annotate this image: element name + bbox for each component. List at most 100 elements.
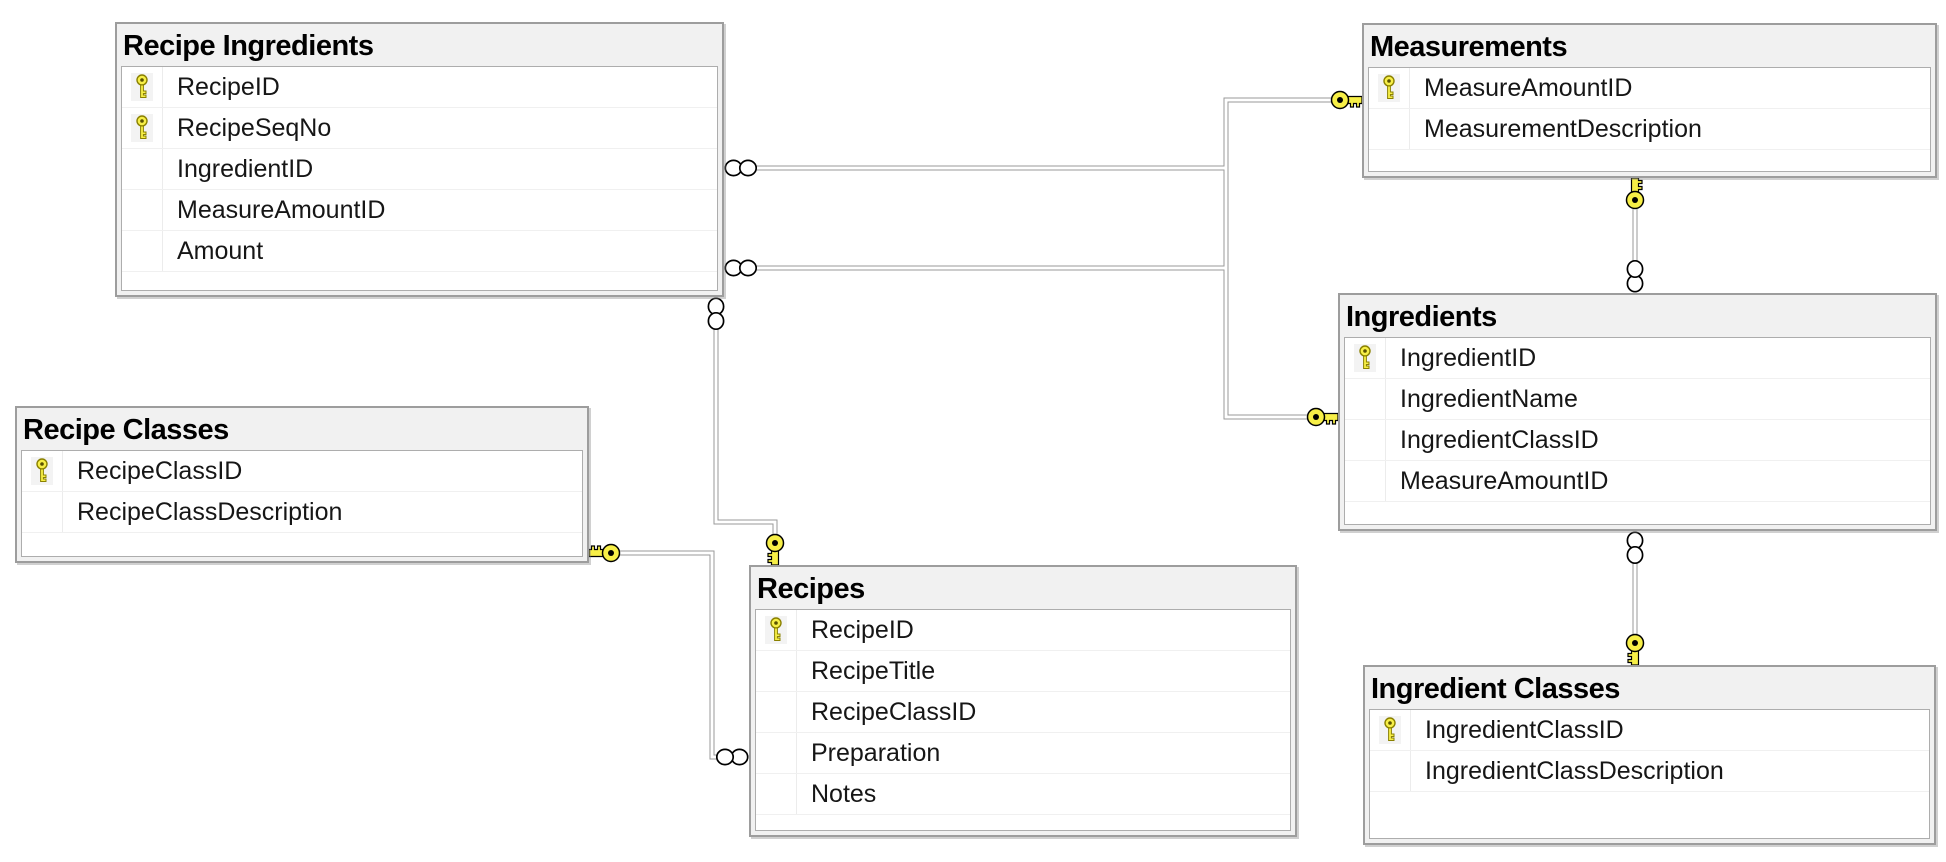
- primary-key-icon: [1359, 345, 1371, 369]
- primary-key-icon: [770, 617, 782, 641]
- row-icon-cell: [756, 610, 797, 650]
- primary-key-icon: [36, 458, 48, 482]
- table-row[interactable]: IngredientID: [1345, 338, 1930, 379]
- row-icon-cell: [756, 733, 797, 773]
- column-name: IngredientID: [177, 154, 314, 183]
- table-row[interactable]: RecipeClassDescription: [22, 492, 582, 533]
- row-icon-cell: [122, 231, 163, 271]
- table-columns-grid: RecipeClassID RecipeClassDescription: [21, 450, 583, 557]
- table-row[interactable]: Notes: [756, 774, 1290, 815]
- column-name: IngredientClassID: [1400, 425, 1599, 454]
- column-name: RecipeSeqNo: [177, 113, 332, 142]
- row-icon-cell: [756, 774, 797, 814]
- column-name: MeasureAmountID: [1400, 466, 1609, 495]
- table-row[interactable]: Amount: [122, 231, 717, 272]
- key-end-icon[interactable]: [588, 543, 621, 563]
- table-row[interactable]: RecipeClassID: [22, 451, 582, 492]
- column-name: RecipeID: [177, 72, 280, 101]
- column-name: IngredientClassID: [1425, 715, 1624, 744]
- table-title-ingredient_classes[interactable]: Ingredient Classes: [1371, 673, 1620, 705]
- table-row[interactable]: IngredientClassID: [1345, 420, 1930, 461]
- many-end-icon[interactable]: [724, 159, 758, 177]
- column-name: Preparation: [811, 738, 941, 767]
- table-row[interactable]: IngredientClassID: [1370, 710, 1929, 751]
- column-name: Amount: [177, 236, 264, 265]
- many-end-icon[interactable]: [724, 259, 758, 277]
- primary-key-badge: [1379, 716, 1401, 744]
- key-end-icon[interactable]: [765, 533, 785, 566]
- table-row[interactable]: Preparation: [756, 733, 1290, 774]
- table-row[interactable]: RecipeSeqNo: [122, 108, 717, 149]
- table-row[interactable]: RecipeClassID: [756, 692, 1290, 733]
- column-name: Notes: [811, 779, 877, 808]
- row-icon-cell: [22, 451, 63, 491]
- key-end-icon[interactable]: [1330, 90, 1363, 110]
- table-row[interactable]: RecipeID: [756, 610, 1290, 651]
- column-name: RecipeClassID: [811, 697, 977, 726]
- many-end-icon[interactable]: [707, 297, 725, 331]
- table-row[interactable]: MeasureAmountID: [122, 190, 717, 231]
- many-end-icon[interactable]: [1626, 531, 1644, 565]
- row-icon-cell: [1345, 338, 1386, 378]
- table-row[interactable]: MeasureAmountID: [1369, 68, 1930, 109]
- row-icon-cell: [1345, 420, 1386, 460]
- column-name: MeasurementDescription: [1424, 114, 1702, 143]
- relationship-line-recipe_classes-recipes[interactable]: [606, 550, 736, 760]
- primary-key-badge: [765, 616, 787, 644]
- row-icon-cell: [1370, 751, 1411, 791]
- primary-key-badge: [131, 114, 153, 142]
- table-row[interactable]: IngredientClassDescription: [1370, 751, 1929, 792]
- row-icon-cell: [122, 190, 163, 230]
- table-title-recipe_ingredients[interactable]: Recipe Ingredients: [123, 30, 374, 62]
- table-row[interactable]: RecipeTitle: [756, 651, 1290, 692]
- many-end-icon[interactable]: [715, 748, 749, 766]
- table-title-measurements[interactable]: Measurements: [1370, 31, 1568, 63]
- row-icon-cell: [756, 651, 797, 691]
- row-icon-cell: [122, 108, 163, 148]
- row-icon-cell: [122, 149, 163, 189]
- column-name: RecipeID: [811, 615, 914, 644]
- relationship-line-recipe_ingredients-measurements[interactable]: [1223, 97, 1338, 268]
- table-title-recipes[interactable]: Recipes: [757, 573, 865, 605]
- column-name: RecipeClassDescription: [77, 497, 343, 526]
- relationship-line-recipe_classes-recipes: [606, 551, 736, 759]
- table-row[interactable]: RecipeID: [122, 67, 717, 108]
- row-icon-cell: [122, 67, 163, 107]
- table-title-recipe_classes[interactable]: Recipe Classes: [23, 414, 229, 446]
- primary-key-icon: [136, 74, 148, 98]
- primary-key-badge: [31, 457, 53, 485]
- key-end-icon[interactable]: [1625, 177, 1645, 210]
- table-row[interactable]: MeasureAmountID: [1345, 461, 1930, 502]
- relationship-line-recipe_ingredients-ingredients: [1224, 268, 1316, 419]
- relationship-line-recipes-recipe_ingredients[interactable]: [713, 314, 778, 546]
- row-icon-cell: [756, 692, 797, 732]
- relationship-line-recipes-recipe_ingredients: [714, 314, 777, 546]
- column-name: RecipeClassID: [77, 456, 243, 485]
- primary-key-icon: [136, 115, 148, 139]
- table-row[interactable]: IngredientName: [1345, 379, 1930, 420]
- table-columns-grid: IngredientClassID IngredientClassDescript…: [1369, 709, 1930, 839]
- many-end-icon[interactable]: [1626, 259, 1644, 293]
- row-icon-cell: [1370, 710, 1411, 750]
- row-icon-cell: [1369, 68, 1410, 108]
- table-title-ingredients[interactable]: Ingredients: [1346, 301, 1497, 333]
- column-name: IngredientClassDescription: [1425, 756, 1724, 785]
- key-end-icon[interactable]: [1306, 407, 1339, 427]
- relationship-line-recipe_ingredients-measurements: [1224, 98, 1338, 268]
- relationship-line-recipe_ingredients-ingredients[interactable]: [1223, 268, 1316, 420]
- row-icon-cell: [22, 492, 63, 532]
- primary-key-icon: [1383, 75, 1395, 99]
- column-name: MeasureAmountID: [1424, 73, 1633, 102]
- table-row[interactable]: MeasurementDescription: [1369, 109, 1930, 150]
- table-row[interactable]: IngredientID: [122, 149, 717, 190]
- key-end-icon[interactable]: [1625, 633, 1645, 666]
